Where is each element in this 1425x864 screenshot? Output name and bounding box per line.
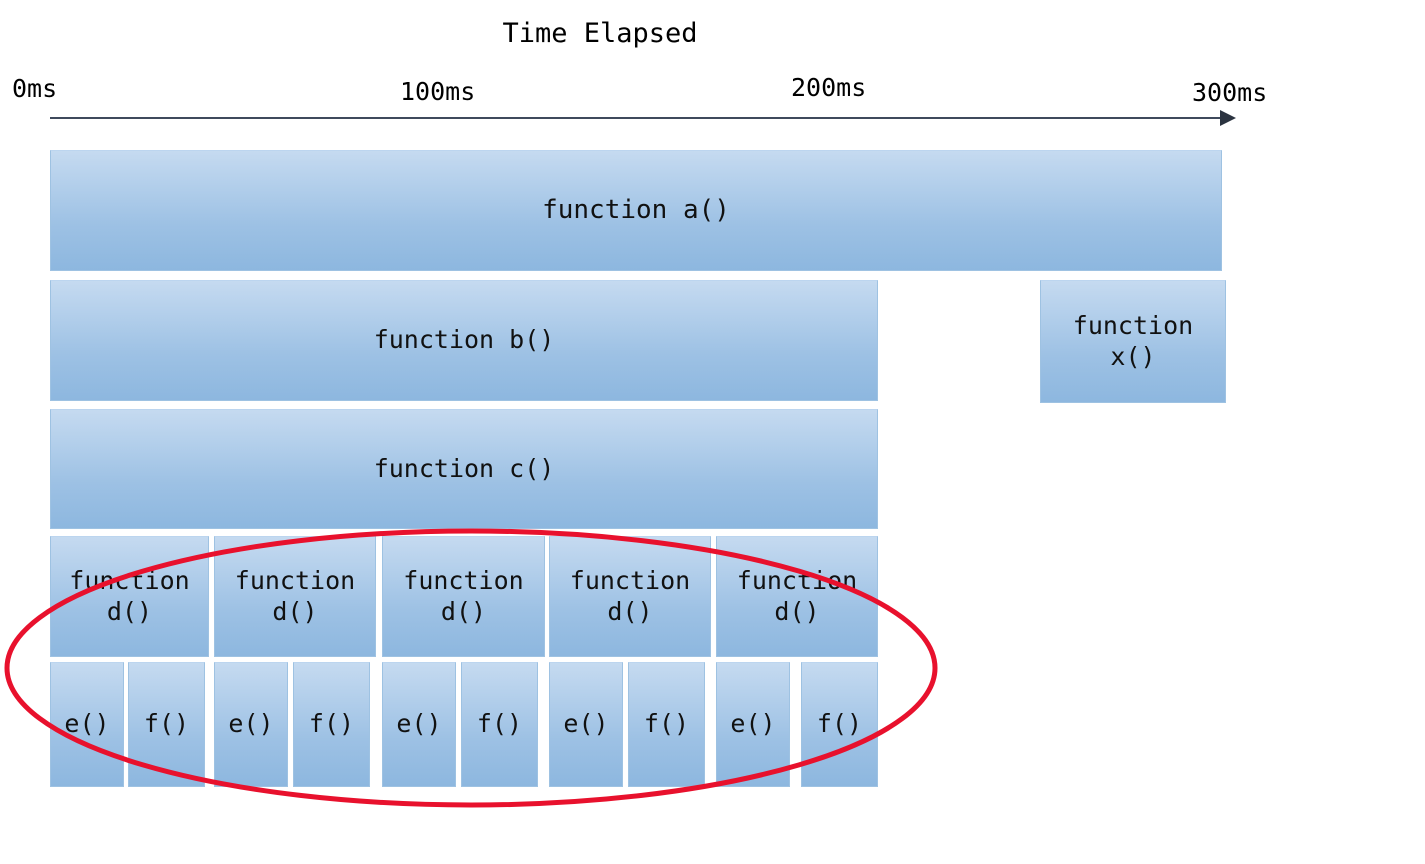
time-axis-line bbox=[50, 117, 1225, 119]
axis-tick-0ms: 0ms bbox=[12, 74, 58, 103]
stack-frame-function-d[interactable]: function d() bbox=[382, 536, 545, 657]
axis-arrow-icon bbox=[1220, 110, 1236, 126]
stack-frame-function-a[interactable]: function a() bbox=[50, 150, 1222, 271]
stack-frame-e[interactable]: e() bbox=[549, 662, 623, 787]
stack-frame-e[interactable]: e() bbox=[50, 662, 124, 787]
page-title: Time Elapsed bbox=[502, 18, 698, 49]
stack-frame-f[interactable]: f() bbox=[461, 662, 538, 787]
stack-frame-f[interactable]: f() bbox=[801, 662, 878, 787]
stack-frame-function-d[interactable]: function d() bbox=[716, 536, 878, 657]
stack-frame-f[interactable]: f() bbox=[293, 662, 370, 787]
stack-frame-function-d[interactable]: function d() bbox=[214, 536, 376, 657]
stack-frame-e[interactable]: e() bbox=[214, 662, 288, 787]
stack-frame-function-b[interactable]: function b() bbox=[50, 280, 878, 401]
stack-frame-function-d[interactable]: function d() bbox=[50, 536, 209, 657]
axis-tick-300ms: 300ms bbox=[1192, 78, 1268, 107]
stack-frame-f[interactable]: f() bbox=[128, 662, 205, 787]
stack-frame-e[interactable]: e() bbox=[716, 662, 790, 787]
stack-frame-e[interactable]: e() bbox=[382, 662, 456, 787]
axis-tick-100ms: 100ms bbox=[400, 77, 476, 106]
axis-tick-200ms: 200ms bbox=[791, 73, 867, 102]
stack-frame-function-d[interactable]: function d() bbox=[549, 536, 711, 657]
stack-frame-f[interactable]: f() bbox=[628, 662, 705, 787]
stack-frame-function-c[interactable]: function c() bbox=[50, 409, 878, 529]
stack-frame-function-x[interactable]: function x() bbox=[1040, 280, 1226, 403]
